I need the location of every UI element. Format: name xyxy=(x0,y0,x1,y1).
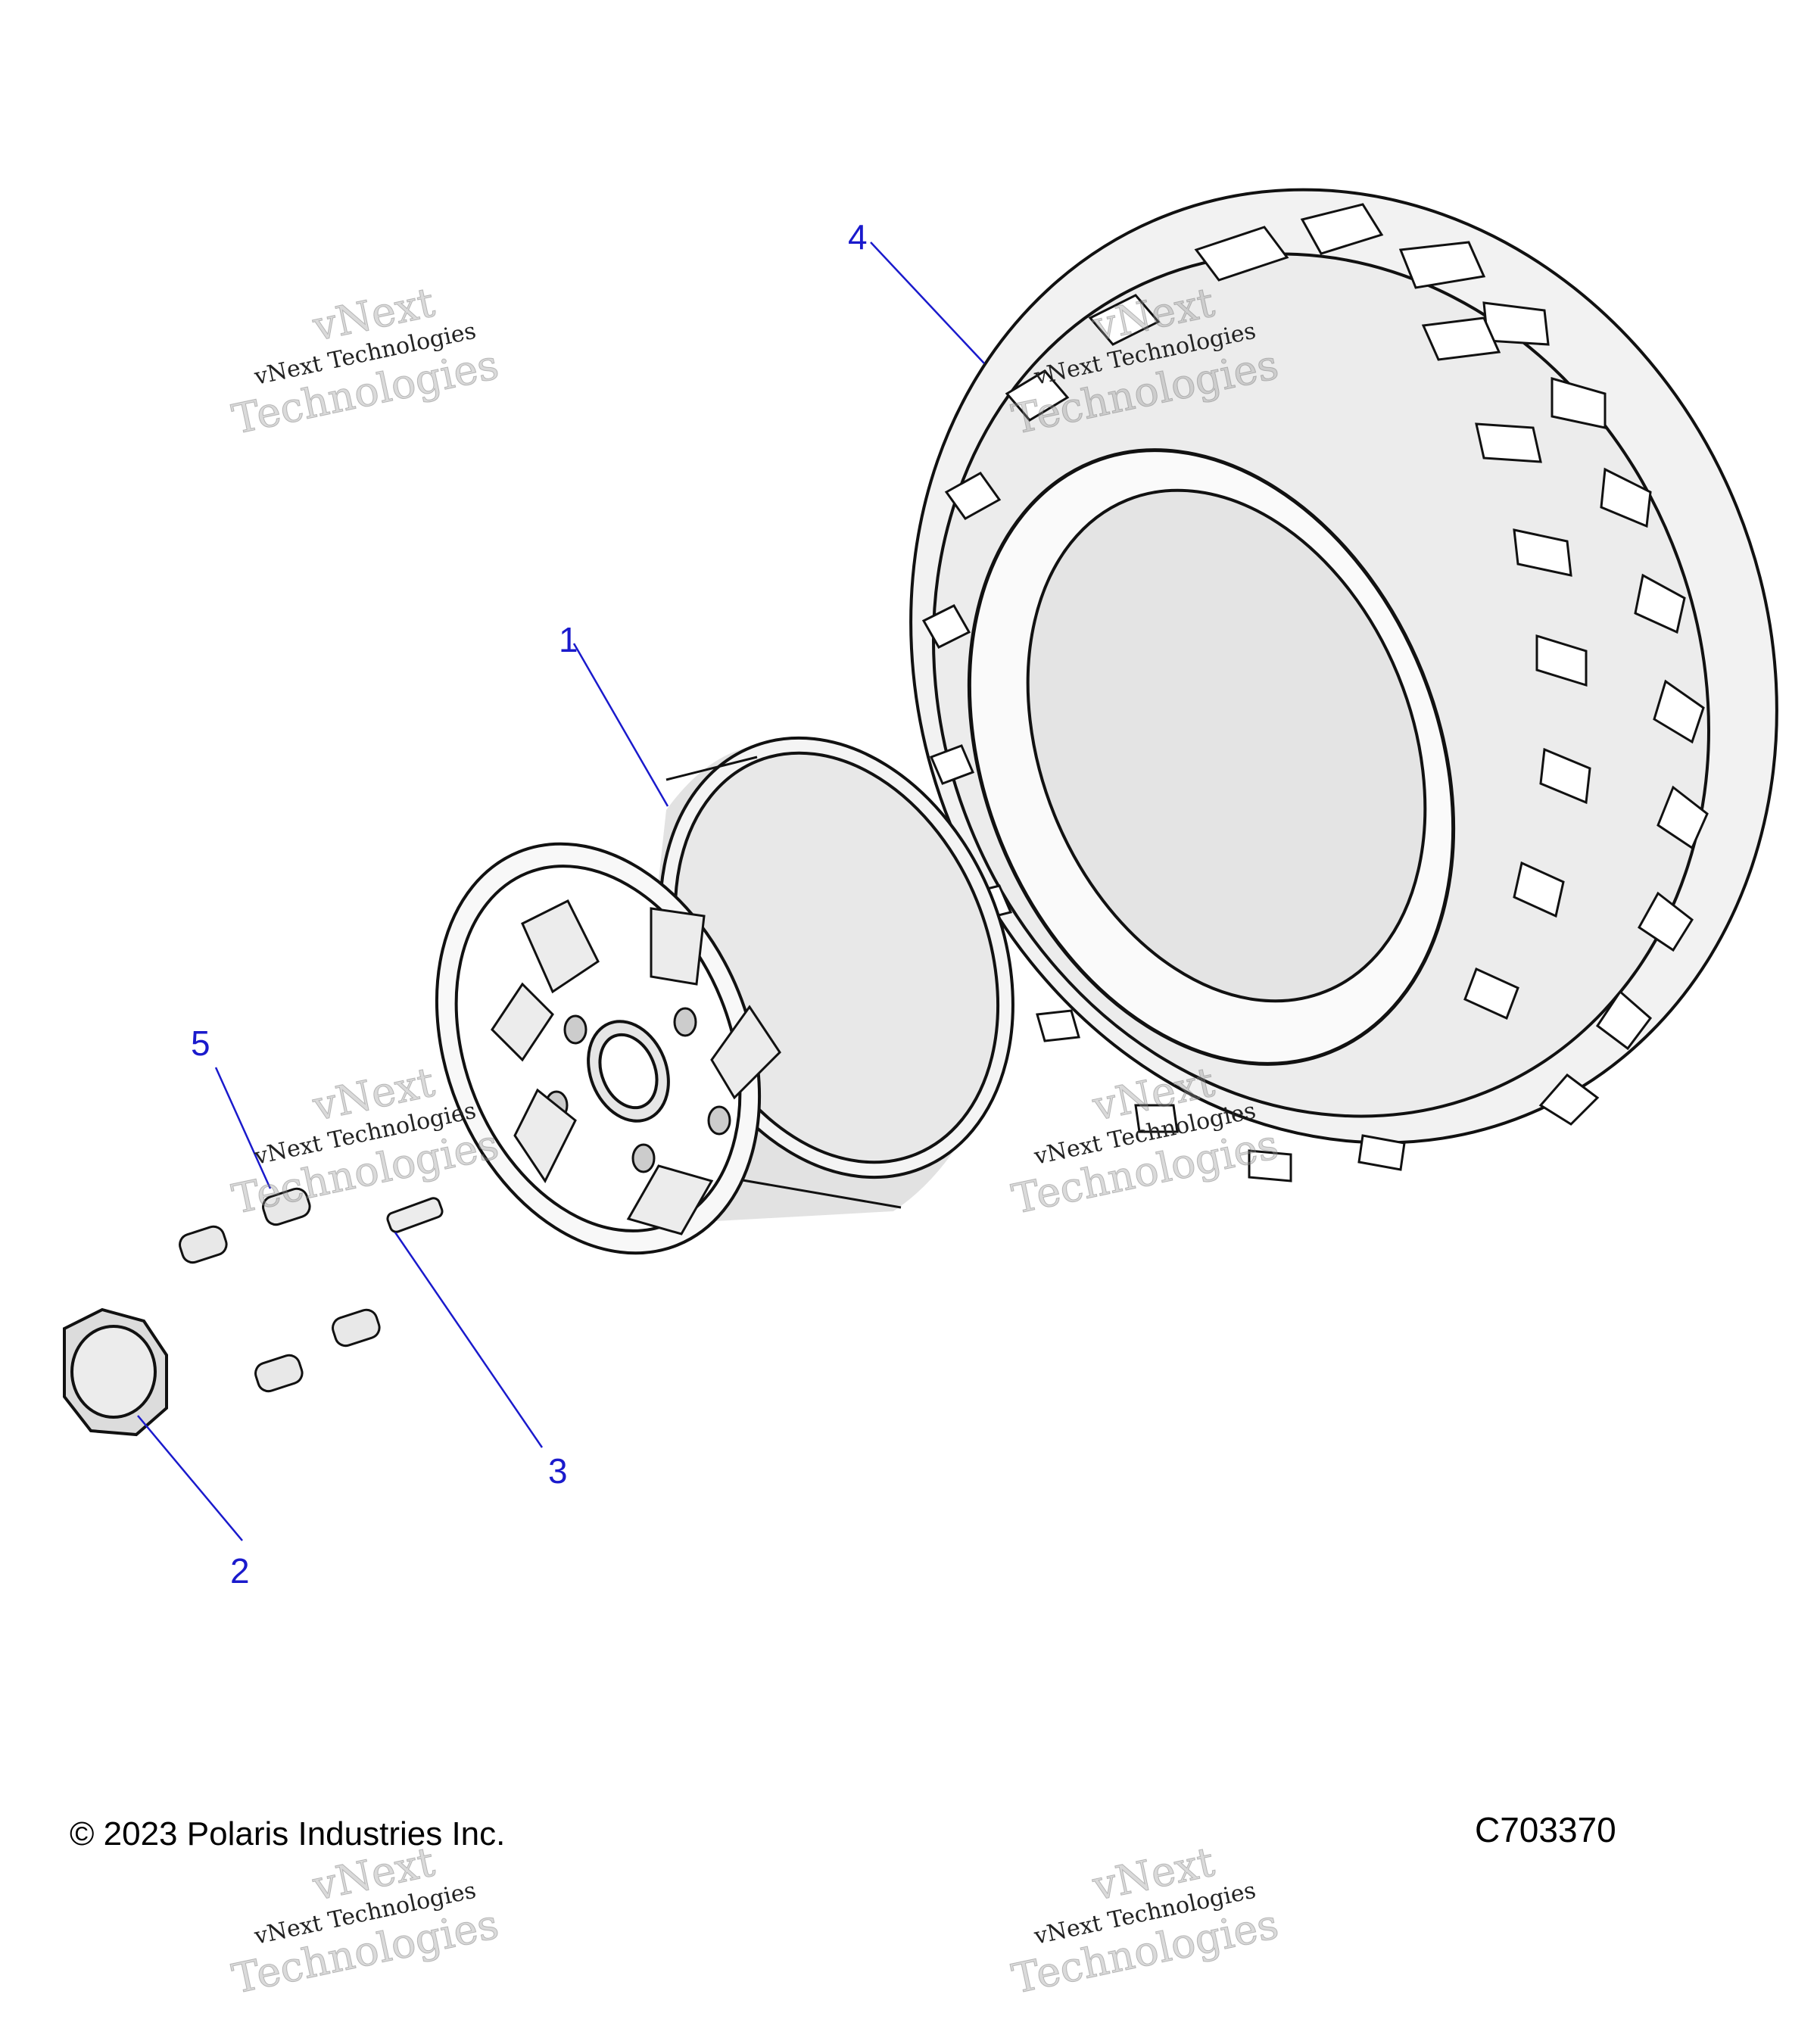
figure-code: C703370 xyxy=(1475,1810,1616,1849)
callout-1: 1 xyxy=(559,620,578,659)
wheel-part xyxy=(435,736,1014,1255)
valve-stem xyxy=(386,1197,444,1233)
callout-5: 5 xyxy=(191,1024,210,1063)
copyright-text: © 2023 Polaris Industries Inc. xyxy=(70,1815,506,1852)
center-cap xyxy=(63,1307,168,1437)
tire-part xyxy=(909,188,1778,1182)
callout-4: 4 xyxy=(848,217,868,257)
lug-nuts xyxy=(179,1187,381,1393)
callout-2: 2 xyxy=(230,1551,250,1591)
leader-lines xyxy=(137,241,985,1541)
callout-3: 3 xyxy=(548,1451,568,1491)
